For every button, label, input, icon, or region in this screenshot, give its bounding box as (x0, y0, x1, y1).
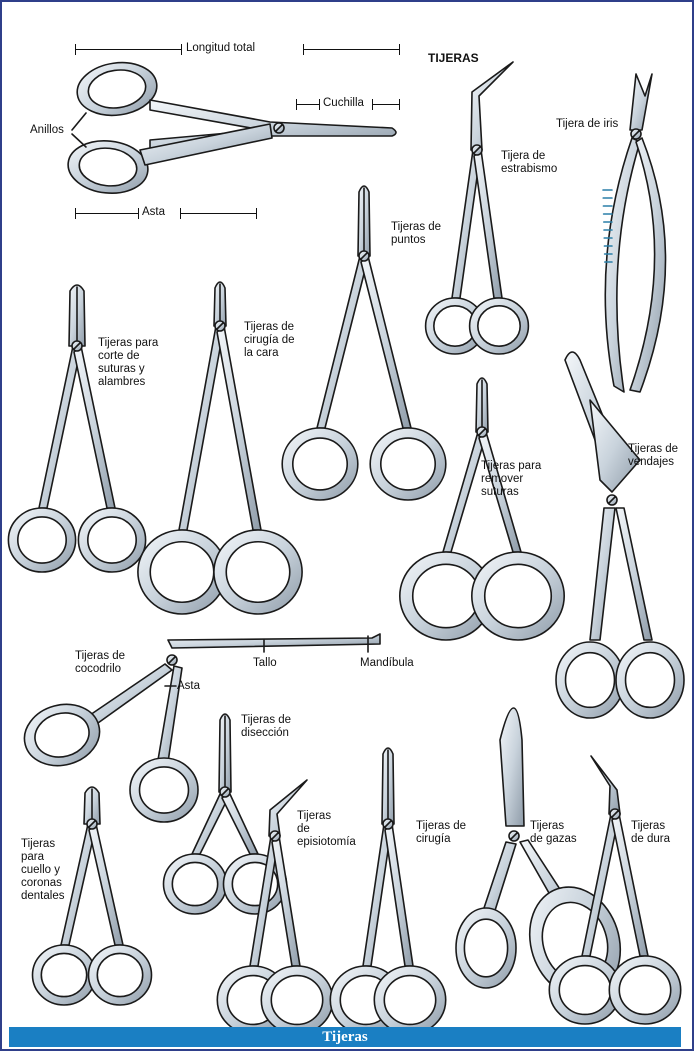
crown-scissors-right-finger-ring-hole (97, 953, 142, 996)
rings-label: Anillos (30, 124, 64, 137)
suture-wire-scissors-right-finger-ring-hole (88, 517, 136, 563)
gauze-left-finger-ring-hole (464, 919, 507, 977)
episiotomy-scissors-right-finger-ring-hole (271, 976, 322, 1025)
suture-wire-scissors-label: Tijeras para corte de suturas y alambres (98, 337, 158, 389)
facial-surgery-scissors-left-finger-ring-hole (150, 542, 214, 602)
bandage-left-shank (590, 508, 615, 640)
stitch-scissors-left-shank (317, 256, 367, 428)
crown-scissors-left-shank (61, 824, 95, 945)
dura-scissors-left-finger-ring-hole (559, 966, 610, 1015)
figure-heading: TIJERAS (428, 52, 479, 65)
parts-diagram-scissors (66, 58, 396, 197)
total-length-label: Longitud total (186, 42, 255, 55)
stitch-scissors-left-finger-ring-hole (293, 438, 347, 490)
bandage-right-shank (616, 508, 652, 640)
iris-right-spring (630, 138, 666, 392)
suture-removal-scissors (400, 378, 564, 640)
iris-blades (630, 74, 652, 130)
suture-wire-scissors-left-shank (39, 346, 80, 508)
stitch-scissors-label: Tijeras de puntos (391, 221, 441, 247)
facial-surgery-scissors-label: Tijeras de cirugía de la cara (244, 321, 295, 360)
dissection-scissors-left-shank (192, 792, 228, 854)
blade-dimension-left (296, 104, 320, 105)
surgical-scissors-right-finger-ring-hole (384, 976, 435, 1025)
rings-pointer-upper (72, 113, 86, 130)
surgical-scissors-right-shank (385, 824, 413, 966)
suture-wire-scissors (8, 285, 145, 572)
total-length-dimension-left (75, 49, 182, 50)
crown-scissors-label: Tijeras para cuello y coronas dentales (21, 838, 64, 903)
gauze-blade (500, 708, 524, 826)
dissection-scissors-right-shank (222, 792, 258, 854)
alligator-scissors (18, 634, 380, 822)
shaft-dimension-left (75, 213, 139, 214)
dura-scissors-right-finger-ring-hole (619, 966, 670, 1015)
dissection-scissors-left-finger-ring-hole (172, 862, 217, 905)
alligator-jaw-label: Mandíbula (360, 657, 414, 670)
suture-removal-scissors-left-finger-ring-hole (413, 564, 480, 627)
shaft-dimension-right (180, 213, 257, 214)
episiotomy-scissors-label: Tijeras de episiotomía (297, 810, 356, 849)
facial-surgery-scissors-right-finger-ring-hole (226, 542, 290, 602)
bandage-scissors-label: Tijeras de vendajes (628, 443, 678, 469)
iris-left-spring (605, 138, 640, 392)
suture-removal-scissors-label: Tijeras para remover suturas (481, 460, 541, 499)
gauze-scissors-label: Tijeras de gazas (530, 820, 577, 846)
strabismus-scissors-right-finger-ring-hole (478, 306, 520, 346)
surgical-scissors-label: Tijeras de cirugía (416, 820, 466, 846)
alligator-handle-label: Asta (177, 680, 200, 693)
dura-scissors-label: Tijeras de dura (631, 820, 670, 846)
dura-scissors-blades (591, 756, 620, 814)
crown-scissors-left-finger-ring-hole (41, 953, 86, 996)
strabismus-scissors (426, 62, 529, 354)
bandage-right-finger-ring-hole (626, 653, 675, 708)
alligator-right-finger-ring-hole (140, 767, 189, 813)
surgical-scissors (330, 748, 445, 1034)
suture-wire-scissors-left-finger-ring-hole (18, 517, 66, 563)
alligator-shaft-label: Tallo (253, 657, 277, 670)
blade-label: Cuchilla (323, 97, 364, 110)
total-length-dimension-right (303, 49, 400, 50)
strabismus-scissors-right-shank (474, 150, 502, 298)
suture-removal-scissors-left-shank (443, 432, 485, 552)
strabismus-scissors-label: Tijera de estrabismo (501, 150, 557, 176)
figure-caption-bar: Tijeras (9, 1027, 681, 1047)
bandage-left-finger-ring-hole (566, 653, 615, 708)
stitch-scissors-right-shank (361, 256, 411, 428)
strabismus-scissors-blades (471, 62, 513, 150)
dissection-scissors-label: Tijeras de disección (241, 714, 291, 740)
shaft-label: Asta (142, 206, 165, 219)
alligator-shaft (168, 634, 380, 648)
bandage-scissors (556, 352, 684, 718)
crown-scissors-right-shank (89, 824, 123, 945)
stitch-scissors-right-finger-ring-hole (381, 438, 435, 490)
iris-scissors-label: Tijera de iris (556, 118, 618, 131)
rings-pointer-lower (72, 134, 86, 147)
blade-dimension-right (372, 104, 400, 105)
facial-surgery-scissors-left-shank (179, 326, 223, 530)
alligator-scissors-label: Tijeras de cocodrilo (75, 650, 125, 676)
suture-removal-scissors-right-finger-ring-hole (485, 564, 552, 627)
